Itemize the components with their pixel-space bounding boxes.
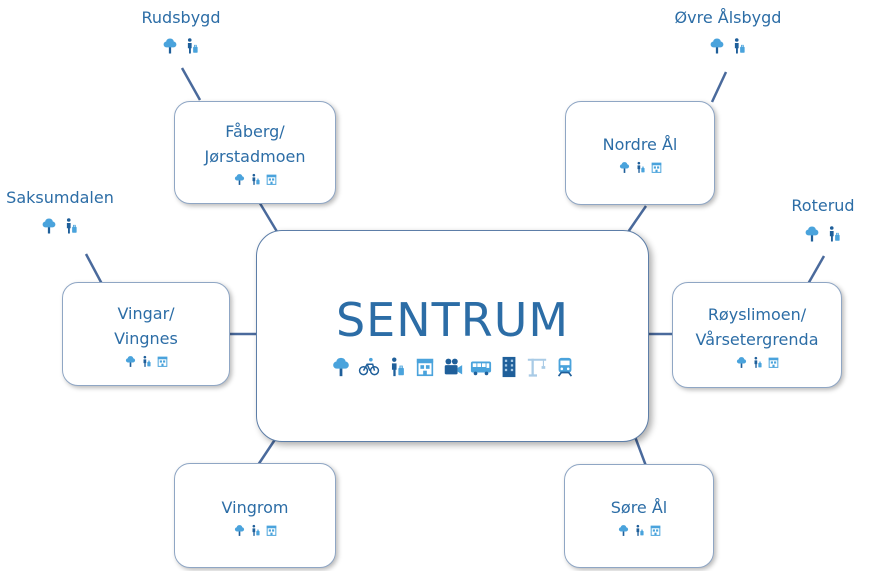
connector-center-sore-al [632,433,648,467]
tree-icon [124,355,137,368]
shop-icon [767,356,780,369]
person-luggage-icon [825,225,843,243]
tree-icon [735,356,748,369]
tree-icon [617,524,630,537]
person-luggage-icon [249,173,262,186]
outer-icon-row [40,217,80,235]
node-icon-row [124,355,169,368]
tree-icon [40,217,58,235]
outer-label: Øvre Ålsbygd [674,8,782,27]
node-royslimoen-varsetergrenda: Røyslimoen/ Vårsetergrenda [672,282,842,388]
person-luggage-icon [633,524,646,537]
node-label-line1: Vingar/ [117,303,175,323]
outer-icon-row [161,37,201,55]
connector-faberg-rudsbygd [180,67,202,101]
node-label-line1: Søre Ål [610,498,668,517]
shop-icon [414,356,436,378]
node-sore-al: Søre Ål [564,464,714,568]
outer-label: Saksumdalen [6,188,114,207]
connector-nordre-al-ovre-alsbygd [710,71,728,103]
node-label-line1: Nordre Ål [602,135,678,154]
node-vingrom: Vingrom [174,463,336,568]
node-nordre-al: Nordre Ål [565,101,715,205]
node-label-line1: Fåberg/ [225,122,285,141]
cinema-icon [442,356,464,378]
outer-node-rudsbygd: Rudsbygd [131,7,231,55]
shop-icon [265,524,278,537]
tree-icon [233,524,246,537]
node-label-line1: Røyslimoen/ [707,304,807,324]
center-icon-row [330,356,576,378]
shop-icon [265,173,278,186]
bicycle-icon [358,356,380,378]
tree-icon [618,161,631,174]
center-title: SENTRUM [335,293,570,347]
person-luggage-icon [62,217,80,235]
node-label-line2: Jørstadmoen [204,147,306,166]
tree-icon [330,356,352,378]
node-vingar-vingnes: Vingar/ Vingnes [62,282,230,386]
outer-label: Rudsbygd [141,8,221,27]
connector-roysli-roterud [806,255,826,285]
person-luggage-icon [386,356,408,378]
node-label-line2: Vårsetergrenda [695,329,819,349]
tree-icon [803,225,821,243]
person-luggage-icon [730,37,748,55]
tree-icon [233,173,246,186]
person-luggage-icon [183,37,201,55]
train-icon [554,356,576,378]
bus-icon [470,356,492,378]
crane-icon [526,356,548,378]
outer-icon-row [803,225,843,243]
shop-icon [649,524,662,537]
outer-icon-row [708,37,748,55]
shop-icon [650,161,663,174]
node-icon-row [735,356,780,369]
person-luggage-icon [140,355,153,368]
shop-icon [156,355,169,368]
outer-label: Roterud [791,196,855,215]
person-luggage-icon [249,524,262,537]
node-icon-row [233,173,278,186]
tree-icon [161,37,179,55]
outer-node-saksumdalen: Saksumdalen [0,187,120,235]
node-faberg-jorstadmoen: Fåberg/ Jørstadmoen [174,101,336,204]
node-icon-row [618,161,663,174]
tree-icon [708,37,726,55]
center-node-sentrum: SENTRUM [256,230,649,442]
node-icon-row [617,524,662,537]
node-icon-row [233,524,278,537]
person-luggage-icon [634,161,647,174]
outer-node-roterud: Roterud [778,195,868,243]
outer-node-ovre-alsbygd: Øvre Ålsbygd [663,7,793,55]
node-label-line2: Vingnes [114,328,178,348]
building-icon [498,356,520,378]
person-luggage-icon [751,356,764,369]
node-label-line1: Vingrom [221,497,289,517]
connector-vingar-saksumdalen [84,253,104,285]
